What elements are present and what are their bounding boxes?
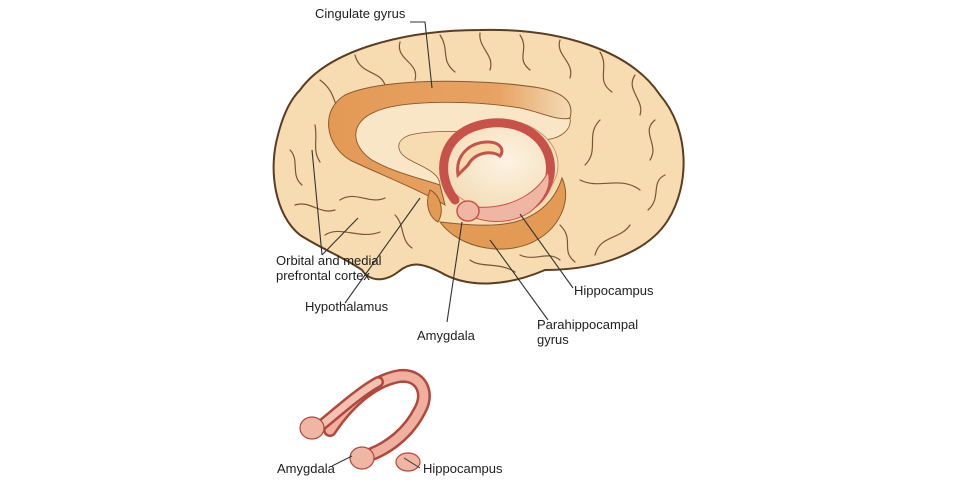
inset-leader-lines bbox=[331, 455, 421, 469]
label-orbital-line2: prefrontal cortex bbox=[276, 268, 370, 283]
inset-amygdala-left bbox=[299, 416, 325, 440]
label-parahippocampal-line1: Parahippocampal bbox=[537, 317, 639, 332]
label-orbital-line1: Orbital and medial bbox=[276, 253, 382, 268]
inset-amygdala-right bbox=[349, 446, 375, 470]
hippocampus-region bbox=[461, 170, 550, 222]
label-orbital-medial-prefrontal-cortex: Orbital and medial prefrontal cortex bbox=[276, 253, 382, 283]
parahippocampal-gyrus-region bbox=[438, 176, 567, 250]
label-parahippocampal-line2: gyrus bbox=[537, 332, 569, 347]
amygdala-region bbox=[456, 200, 480, 222]
label-hypothalamus: Hypothalamus bbox=[305, 299, 389, 314]
label-inset-amygdala: Amygdala bbox=[277, 461, 335, 476]
label-inset-hippocampus: Hippocampus bbox=[423, 461, 503, 476]
brain-gyri bbox=[289, 32, 666, 273]
label-parahippocampal-gyrus: Parahippocampal gyrus bbox=[537, 317, 638, 347]
label-cingulate-gyrus: Cingulate gyrus bbox=[315, 6, 406, 21]
label-hippocampus: Hippocampus bbox=[574, 283, 654, 298]
hypothalamus-region bbox=[427, 189, 442, 223]
leader-lines bbox=[311, 21, 574, 323]
label-amygdala: Amygdala bbox=[417, 328, 475, 343]
inset-hippocampus-model bbox=[299, 368, 431, 472]
